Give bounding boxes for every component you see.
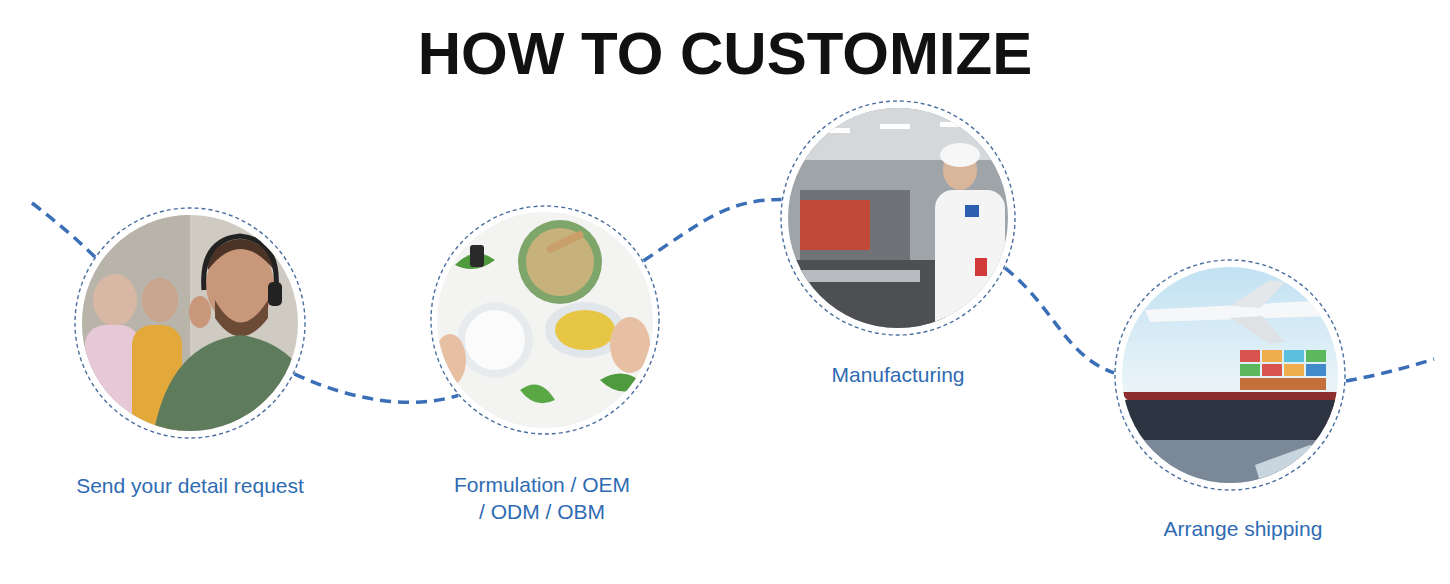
dashed-ring bbox=[74, 207, 306, 439]
photo-circle: Manufacturing bbox=[780, 100, 1016, 336]
dashed-connector bbox=[294, 374, 458, 402]
ring-outline bbox=[431, 206, 659, 434]
ring-outline bbox=[1115, 260, 1345, 490]
step-label: Arrange shipping bbox=[1093, 515, 1393, 542]
photo-circle: Formulation / OEM / ODM / OBM bbox=[430, 205, 660, 435]
ring-outline bbox=[781, 101, 1015, 335]
dashed-ring bbox=[430, 205, 660, 435]
dashed-path bbox=[1346, 359, 1434, 381]
ingredients-photo bbox=[430, 205, 660, 435]
step-label: Formulation / OEM / ODM / OBM bbox=[452, 471, 632, 525]
step-label: Manufacturing bbox=[748, 361, 1048, 388]
call-centre-photo bbox=[70, 200, 330, 460]
photo-circle: Send your detail request bbox=[74, 207, 306, 439]
dashed-connector bbox=[1005, 268, 1114, 373]
dashed-ring bbox=[1114, 259, 1346, 491]
page-title: HOW TO CUSTOMIZE bbox=[0, 18, 1450, 90]
dashed-path bbox=[32, 203, 98, 260]
dashed-connector bbox=[644, 200, 782, 261]
dashed-ring bbox=[780, 100, 1016, 336]
photo-circle: Arrange shipping bbox=[1114, 259, 1346, 491]
logistics-photo bbox=[1115, 260, 1350, 500]
ring-outline bbox=[75, 208, 305, 438]
step-label: Send your detail request bbox=[20, 472, 360, 499]
